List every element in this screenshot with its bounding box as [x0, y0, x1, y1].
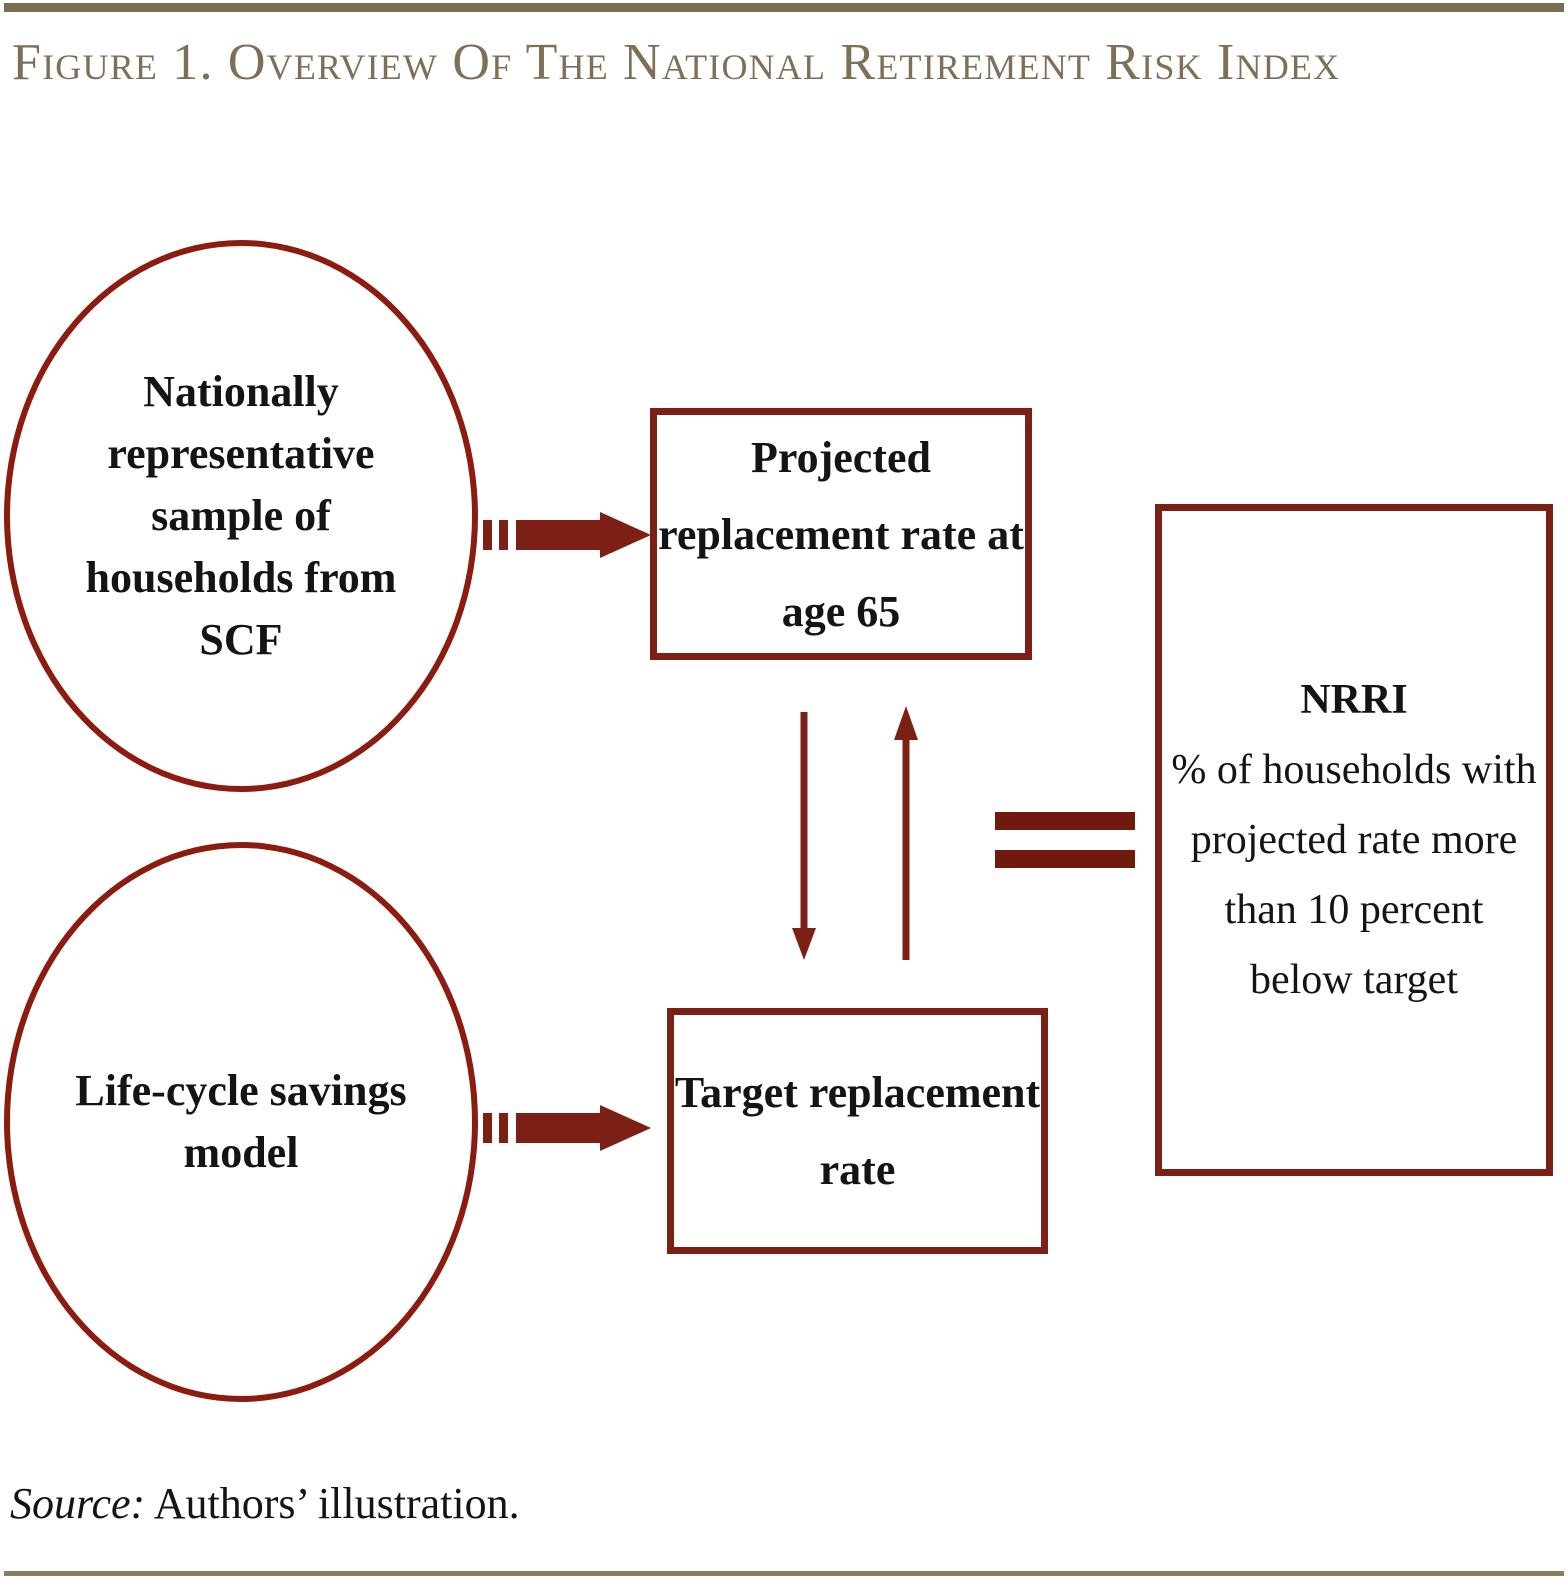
equals-bar-top: [995, 812, 1135, 830]
node-model-ellipse: Life-cycle savings model: [4, 842, 478, 1402]
top-rule: [4, 3, 1564, 12]
arrow-sample-to-projected-icon: [483, 512, 651, 558]
node-target-box-label: Target replacement rate: [674, 1068, 1041, 1194]
node-projected-box: Projected replacement rate at age 65: [650, 408, 1032, 660]
node-nrri-box-title: NRRI: [1300, 677, 1408, 723]
figure-title: Figure 1. Overview of the National Retir…: [12, 34, 1341, 91]
source-label: Source:: [10, 1479, 146, 1528]
node-sample-ellipse-label: Nationally representative sample of hous…: [85, 367, 397, 664]
node-model-ellipse-label: Life-cycle savings model: [75, 1066, 407, 1177]
arrow-target-to-projected-icon: [894, 706, 918, 960]
equals-sign-icon: [995, 812, 1135, 872]
source-note: Source: Authors’ illustration.: [10, 1476, 520, 1532]
equals-bar-bottom: [995, 850, 1135, 868]
arrow-projected-to-target-icon: [792, 712, 816, 960]
node-sample-ellipse: Nationally representative sample of hous…: [4, 240, 478, 792]
node-target-box: Target replacement rate: [667, 1008, 1048, 1254]
bottom-rule: [4, 1571, 1564, 1576]
source-text: Authors’ illustration.: [145, 1479, 520, 1528]
node-projected-box-label: Projected replacement rate at age 65: [658, 432, 1024, 636]
node-nrri-box: NRRI % of households with projected rate…: [1155, 504, 1553, 1176]
node-nrri-box-body: % of households with projected rate more…: [1171, 747, 1537, 1003]
arrow-model-to-target-icon: [483, 1105, 651, 1151]
